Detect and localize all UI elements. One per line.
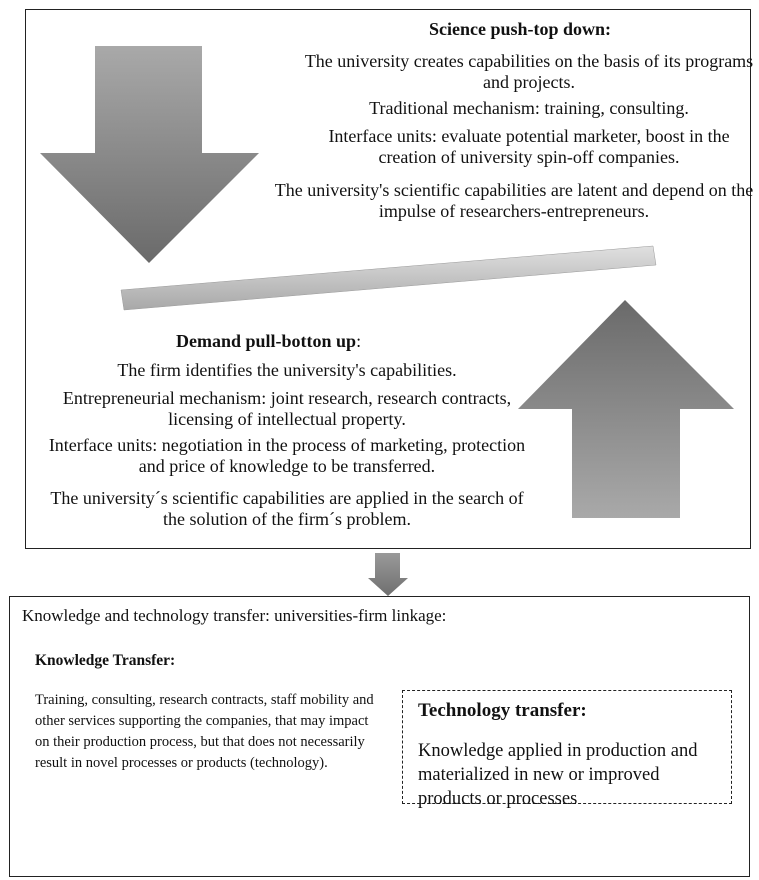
linkage-panel — [9, 596, 750, 877]
science-demand-panel — [25, 9, 751, 549]
linkage-title: Knowledge and technology transfer: unive… — [22, 606, 447, 625]
demand-pull-title: Demand pull-botton up: — [176, 330, 361, 352]
demand-pull-point-3: Interface units: negotiation in the proc… — [48, 435, 526, 476]
knowledge-transfer-title: Knowledge Transfer: — [35, 652, 176, 669]
demand-pull-point-2: Entrepreneurial mechanism: joint researc… — [62, 388, 512, 429]
science-push-point-2: Traditional mechanism: training, consult… — [369, 98, 689, 118]
science-push-point-3: Interface units: evaluate potential mark… — [328, 126, 730, 167]
science-push-point-4: The university's scientific capabilities… — [274, 180, 754, 221]
up-arrow-icon — [518, 300, 734, 518]
balance-bar — [120, 245, 657, 311]
demand-pull-title-suffix: : — [356, 331, 362, 351]
technology-transfer-box — [402, 690, 732, 804]
technology-transfer-title: Technology transfer: — [418, 700, 587, 721]
science-push-point-1: The university creates capabilities on t… — [304, 51, 754, 92]
demand-pull-title-text: Demand pull-botton up — [176, 331, 357, 351]
science-push-title: Science push-top down: — [429, 19, 612, 39]
technology-transfer-text: Knowledge applied in production and mate… — [418, 741, 698, 809]
demand-pull-point-1: The firm identifies the university's cap… — [117, 360, 457, 380]
demand-pull-point-4: The university´s scientific capabilities… — [50, 488, 524, 529]
connector-down-arrow-icon — [368, 553, 408, 596]
down-arrow-icon — [40, 46, 259, 263]
knowledge-transfer-text: Training, consulting, research contracts… — [35, 692, 374, 771]
